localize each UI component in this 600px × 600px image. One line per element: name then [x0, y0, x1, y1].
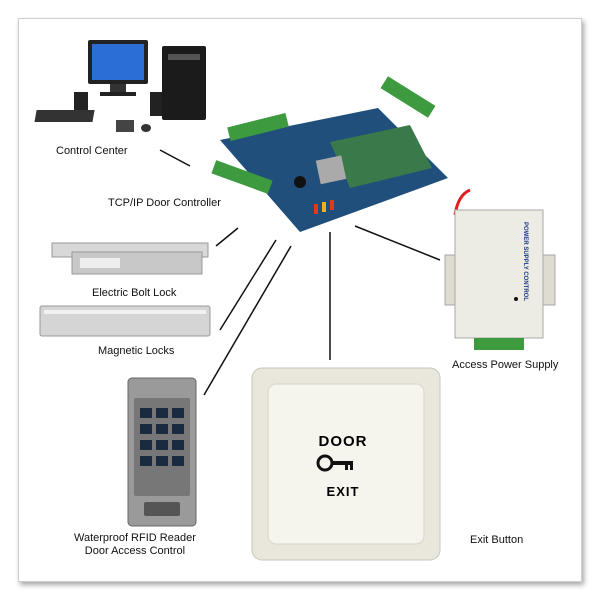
- power-supply-print-title: POWER SUPPLY CONTROL: [522, 222, 528, 301]
- exit-button-image: [251, 367, 441, 561]
- magnetic-lock-image: [39, 305, 211, 337]
- rfid-reader-image: [127, 377, 197, 527]
- connection-lines: [159, 149, 441, 396]
- exit-plate-top-text: DOOR: [319, 433, 368, 450]
- label-exit-button: Exit Button: [470, 534, 524, 546]
- power-supply-image: [444, 188, 556, 350]
- line-power-supply: [354, 225, 441, 261]
- line-magnetic-locks: [219, 239, 277, 331]
- computer-image: [34, 40, 206, 132]
- line-control-center: [159, 149, 191, 167]
- label-power-supply: Access Power Supply: [452, 359, 559, 371]
- exit-plate-bottom-text: EXIT: [327, 484, 360, 499]
- controller-board-image: [211, 76, 448, 232]
- bolt-lock-image: [51, 242, 209, 275]
- label-magnetic-locks: Magnetic Locks: [98, 345, 175, 357]
- label-rfid-reader: Waterproof RFID Reader Door Access Contr…: [74, 532, 196, 558]
- label-controller: TCP/IP Door Controller: [108, 197, 221, 209]
- label-control-center: Control Center: [56, 145, 128, 157]
- line-rfid-reader: [203, 245, 292, 396]
- label-rfid-line2: Door Access Control: [84, 545, 186, 557]
- label-rfid-line1: Waterproof RFID Reader: [74, 532, 196, 544]
- label-bolt-lock: Electric Bolt Lock: [92, 287, 177, 299]
- line-bolt-lock: [215, 227, 239, 247]
